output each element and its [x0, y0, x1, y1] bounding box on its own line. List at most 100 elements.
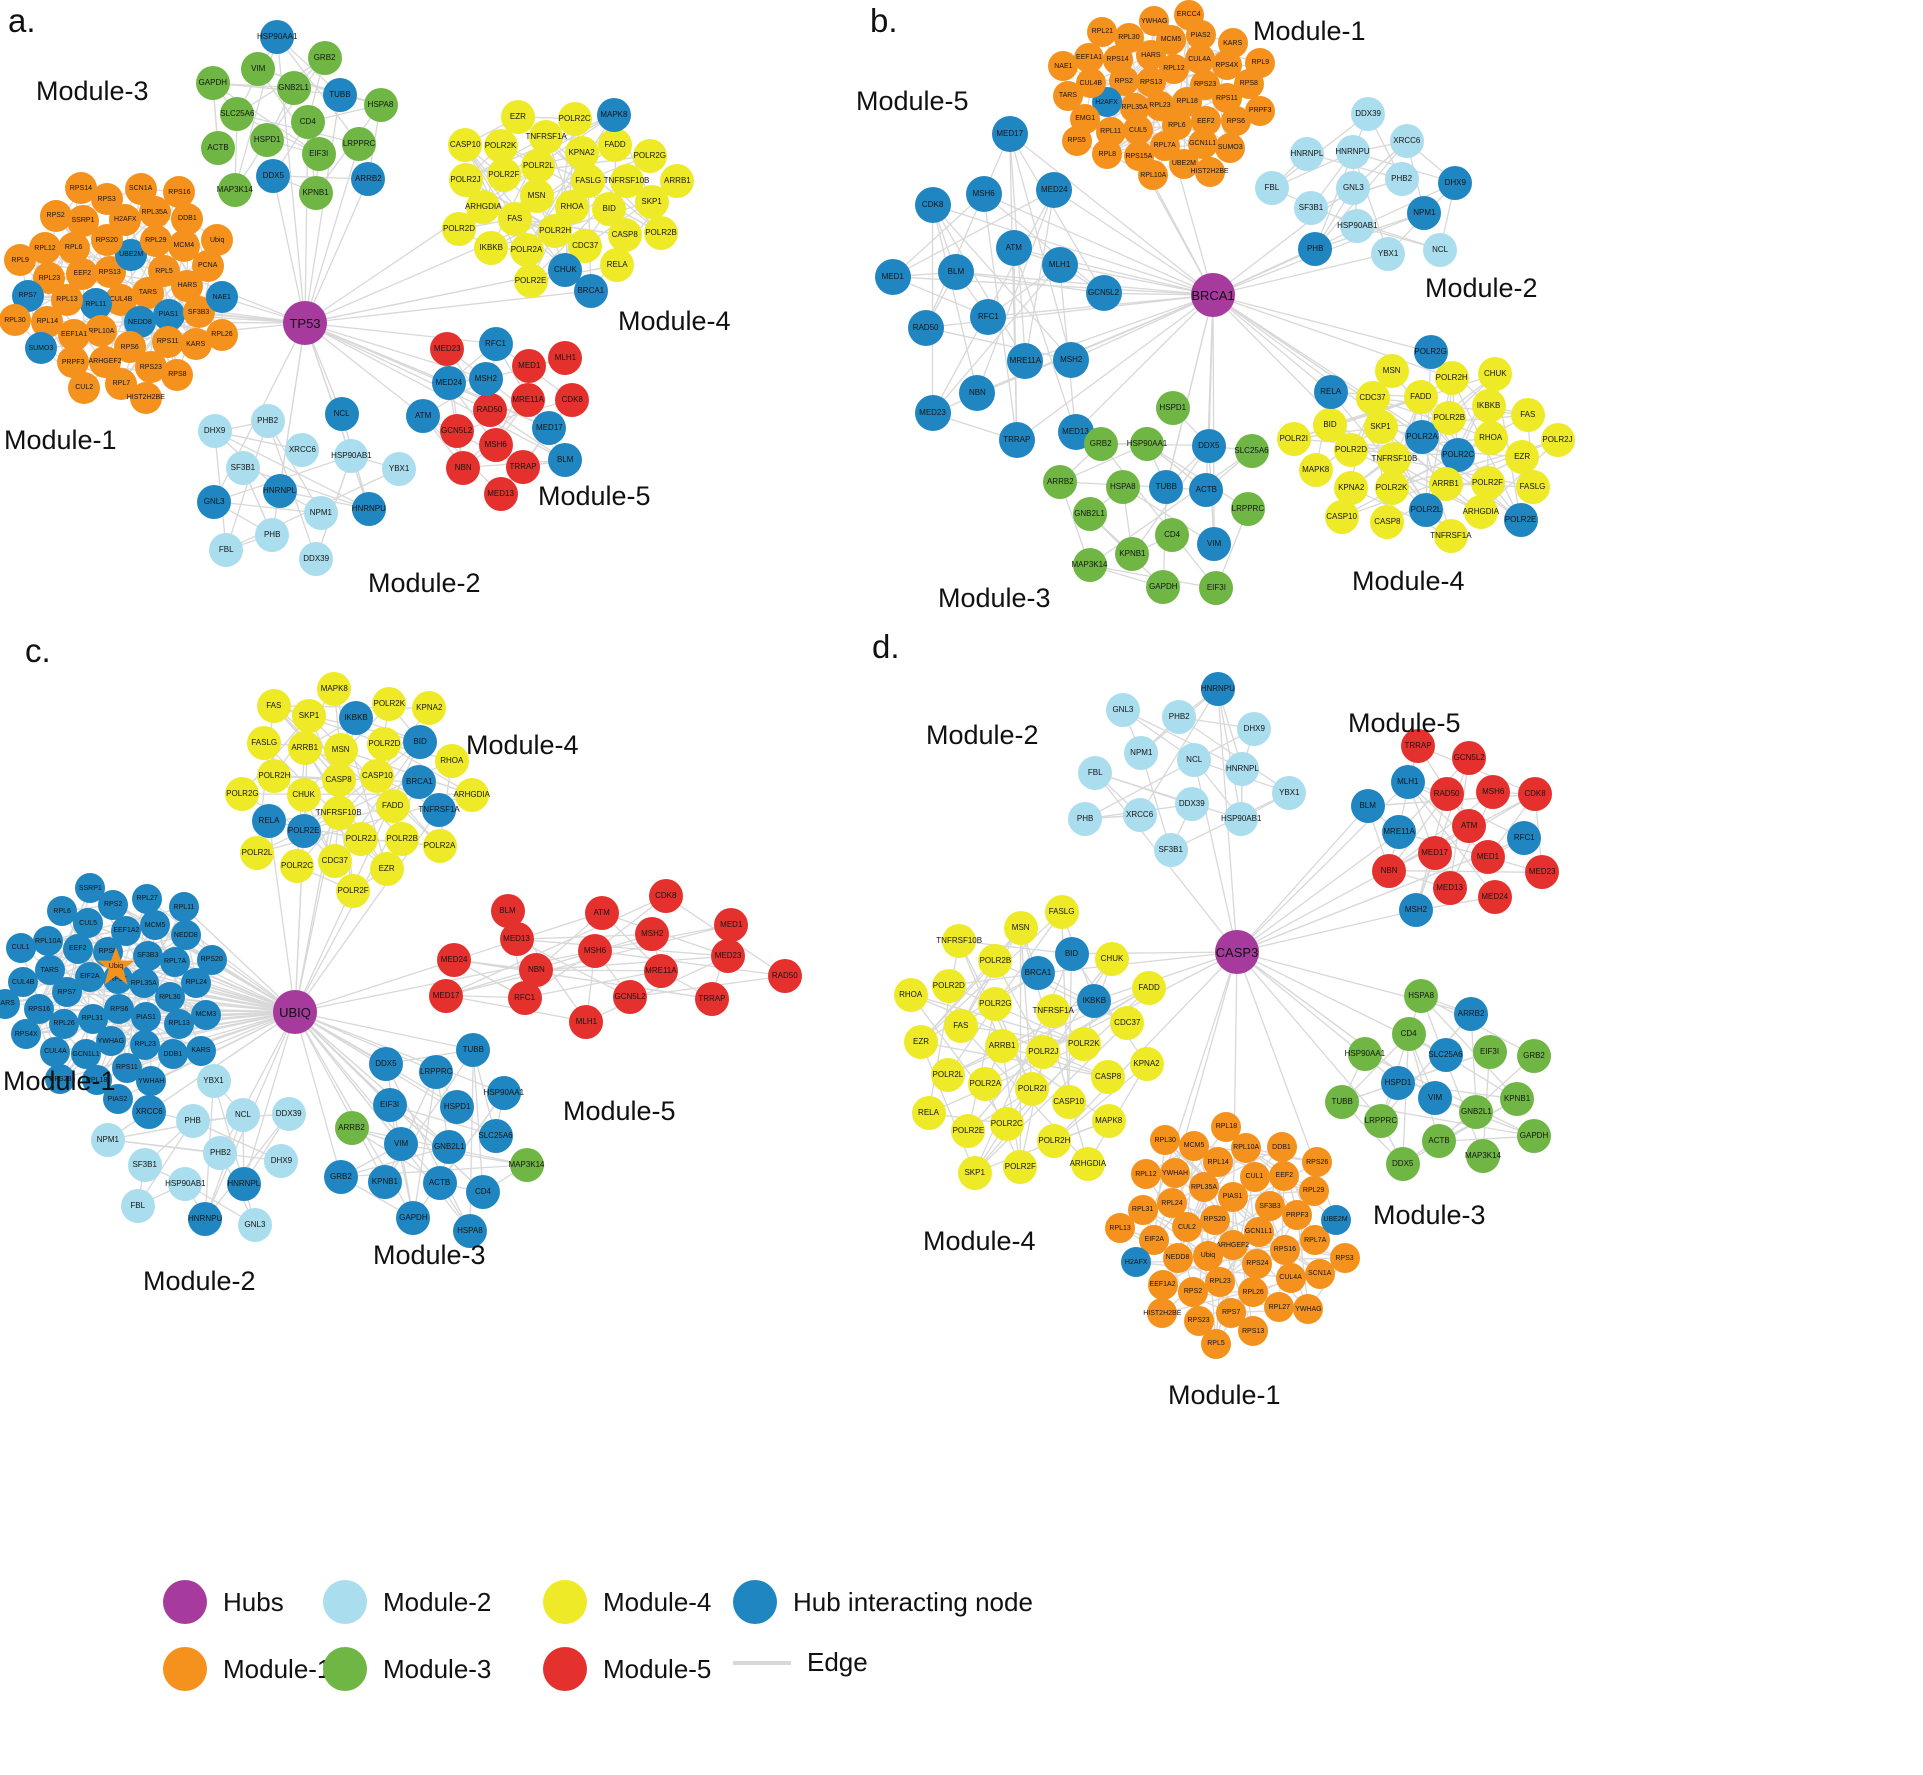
network-node[interactable]: MED23: [914, 395, 951, 432]
network-node[interactable]: TUBB: [456, 1032, 491, 1067]
network-node[interactable]: RPS24: [1242, 1248, 1273, 1279]
network-node[interactable]: VIM: [241, 51, 276, 86]
network-node[interactable]: TRRAP: [506, 449, 541, 484]
network-node[interactable]: RPS14: [64, 172, 97, 205]
network-node[interactable]: MSH2: [468, 361, 503, 396]
network-node[interactable]: RHOA: [1473, 421, 1508, 456]
network-node[interactable]: RFC1: [478, 326, 513, 361]
network-node[interactable]: FASLG: [247, 725, 282, 760]
network-node[interactable]: HNRNPL: [226, 1166, 261, 1201]
network-node[interactable]: ARRB2: [334, 1111, 369, 1146]
network-node[interactable]: GNL3: [1105, 693, 1140, 727]
network-node[interactable]: SF3B1: [225, 450, 260, 485]
network-node[interactable]: SF3B3: [132, 940, 163, 971]
network-node[interactable]: DDX39: [271, 1096, 306, 1131]
network-node[interactable]: ACTB: [201, 130, 236, 165]
network-node[interactable]: GRB2: [1517, 1038, 1551, 1073]
network-node[interactable]: ATM: [995, 230, 1032, 267]
network-node[interactable]: RPL10A: [33, 926, 64, 956]
network-node[interactable]: POLR2L: [240, 835, 274, 870]
network-node[interactable]: TNFRSF10B: [936, 924, 982, 958]
network-node[interactable]: POLR2D: [367, 726, 402, 761]
network-node[interactable]: KPNA2: [1129, 1047, 1164, 1082]
network-node[interactable]: XRCC6: [132, 1094, 167, 1129]
network-node[interactable]: FBL: [1078, 755, 1113, 790]
network-node[interactable]: ARRB2: [1454, 996, 1489, 1031]
network-node[interactable]: POLR2H: [538, 213, 573, 248]
network-node[interactable]: RPS6: [104, 994, 135, 1025]
network-node[interactable]: MAP3K14: [508, 1147, 545, 1182]
network-node[interactable]: POLR2L: [521, 149, 556, 184]
network-node[interactable]: DDX5: [368, 1046, 403, 1081]
network-node[interactable]: POLR2J: [1540, 423, 1575, 458]
network-node[interactable]: Ubiq: [201, 224, 234, 257]
network-node[interactable]: MED1: [1471, 840, 1505, 875]
network-node[interactable]: NCL: [324, 396, 359, 431]
network-node[interactable]: YBX1: [382, 451, 417, 486]
network-node[interactable]: CUL1: [5, 932, 36, 963]
network-node[interactable]: DDX5: [1191, 428, 1226, 463]
network-node[interactable]: MSH2: [635, 917, 670, 952]
network-node[interactable]: RPL10A: [1138, 160, 1169, 191]
network-node[interactable]: XRCC6: [285, 433, 320, 467]
network-node[interactable]: MED24: [1036, 171, 1073, 208]
network-node[interactable]: MAPK8: [1091, 1103, 1126, 1138]
network-node[interactable]: MAP3K14: [1465, 1139, 1501, 1174]
network-node[interactable]: CUL1: [1239, 1161, 1270, 1192]
network-node[interactable]: HSP90AB1: [1337, 209, 1378, 244]
network-node[interactable]: FASLG: [1515, 470, 1550, 504]
network-node[interactable]: GNB2L1: [432, 1129, 467, 1164]
network-node[interactable]: MAP3K14: [217, 173, 253, 207]
network-node[interactable]: TUBB: [1325, 1085, 1360, 1120]
network-node[interactable]: MED17: [991, 115, 1028, 152]
network-node[interactable]: MRE11A: [1007, 343, 1044, 380]
network-node[interactable]: NAE1: [1048, 51, 1079, 82]
network-node[interactable]: NPM1: [303, 496, 338, 531]
network-node[interactable]: GAPDH: [396, 1201, 431, 1236]
network-node[interactable]: SUMO3: [1215, 132, 1246, 163]
network-node[interactable]: SKP1: [957, 1155, 992, 1190]
network-node[interactable]: YWHAH: [1160, 1158, 1190, 1189]
network-node[interactable]: PHB2: [1162, 700, 1197, 735]
network-node[interactable]: SKP1: [292, 698, 326, 733]
network-node[interactable]: RPS26: [1302, 1147, 1333, 1178]
network-node[interactable]: CDK8: [648, 879, 683, 914]
network-node[interactable]: HSP90AA1: [1127, 426, 1167, 461]
network-node[interactable]: CUL4A: [1275, 1262, 1306, 1293]
network-node[interactable]: POLR2E: [951, 1113, 986, 1148]
network-node[interactable]: MCM5: [140, 910, 171, 941]
network-node[interactable]: HSPD1: [1381, 1066, 1415, 1101]
network-node[interactable]: GAPDH: [1146, 570, 1181, 605]
network-node[interactable]: PRPF3: [1245, 95, 1276, 126]
network-node[interactable]: RPL26: [49, 1008, 80, 1039]
network-node[interactable]: NCL: [1423, 232, 1458, 267]
network-node[interactable]: MED17: [532, 411, 567, 446]
network-node[interactable]: MLH1: [548, 340, 583, 375]
network-node[interactable]: TNFRSF1A: [1430, 519, 1472, 553]
network-node[interactable]: FAS: [1510, 398, 1545, 433]
network-node[interactable]: RPS4X: [11, 1019, 42, 1050]
network-node[interactable]: RPS8: [161, 358, 194, 391]
network-node[interactable]: FBL: [120, 1188, 155, 1223]
network-node[interactable]: POLR2F: [486, 157, 521, 192]
network-node[interactable]: POLR2H: [257, 758, 292, 793]
network-node[interactable]: HIST2H2BE: [1143, 1298, 1181, 1329]
network-node[interactable]: POLR2B: [385, 821, 420, 856]
network-node[interactable]: NBN: [446, 450, 481, 485]
network-node[interactable]: CD4: [290, 105, 325, 139]
network-node[interactable]: MSH6: [965, 175, 1002, 212]
network-node[interactable]: PHB2: [1384, 162, 1419, 196]
network-node[interactable]: CUL5: [73, 908, 104, 938]
network-node[interactable]: POLR2J: [448, 162, 483, 197]
network-node[interactable]: HSPD1: [1155, 390, 1190, 425]
network-node[interactable]: NCL: [226, 1097, 260, 1132]
network-node[interactable]: RPL9: [1245, 47, 1276, 78]
network-node[interactable]: EIF3I: [1472, 1034, 1507, 1069]
network-node[interactable]: EZR: [1505, 440, 1540, 474]
network-node[interactable]: FAS: [256, 688, 291, 723]
network-node[interactable]: GCN5L2: [1085, 275, 1122, 312]
network-node[interactable]: ARRB1: [287, 731, 322, 766]
network-node[interactable]: RPL18: [1211, 1111, 1242, 1142]
network-node[interactable]: POLR2A: [509, 232, 544, 267]
network-node[interactable]: RFC1: [507, 980, 542, 1015]
